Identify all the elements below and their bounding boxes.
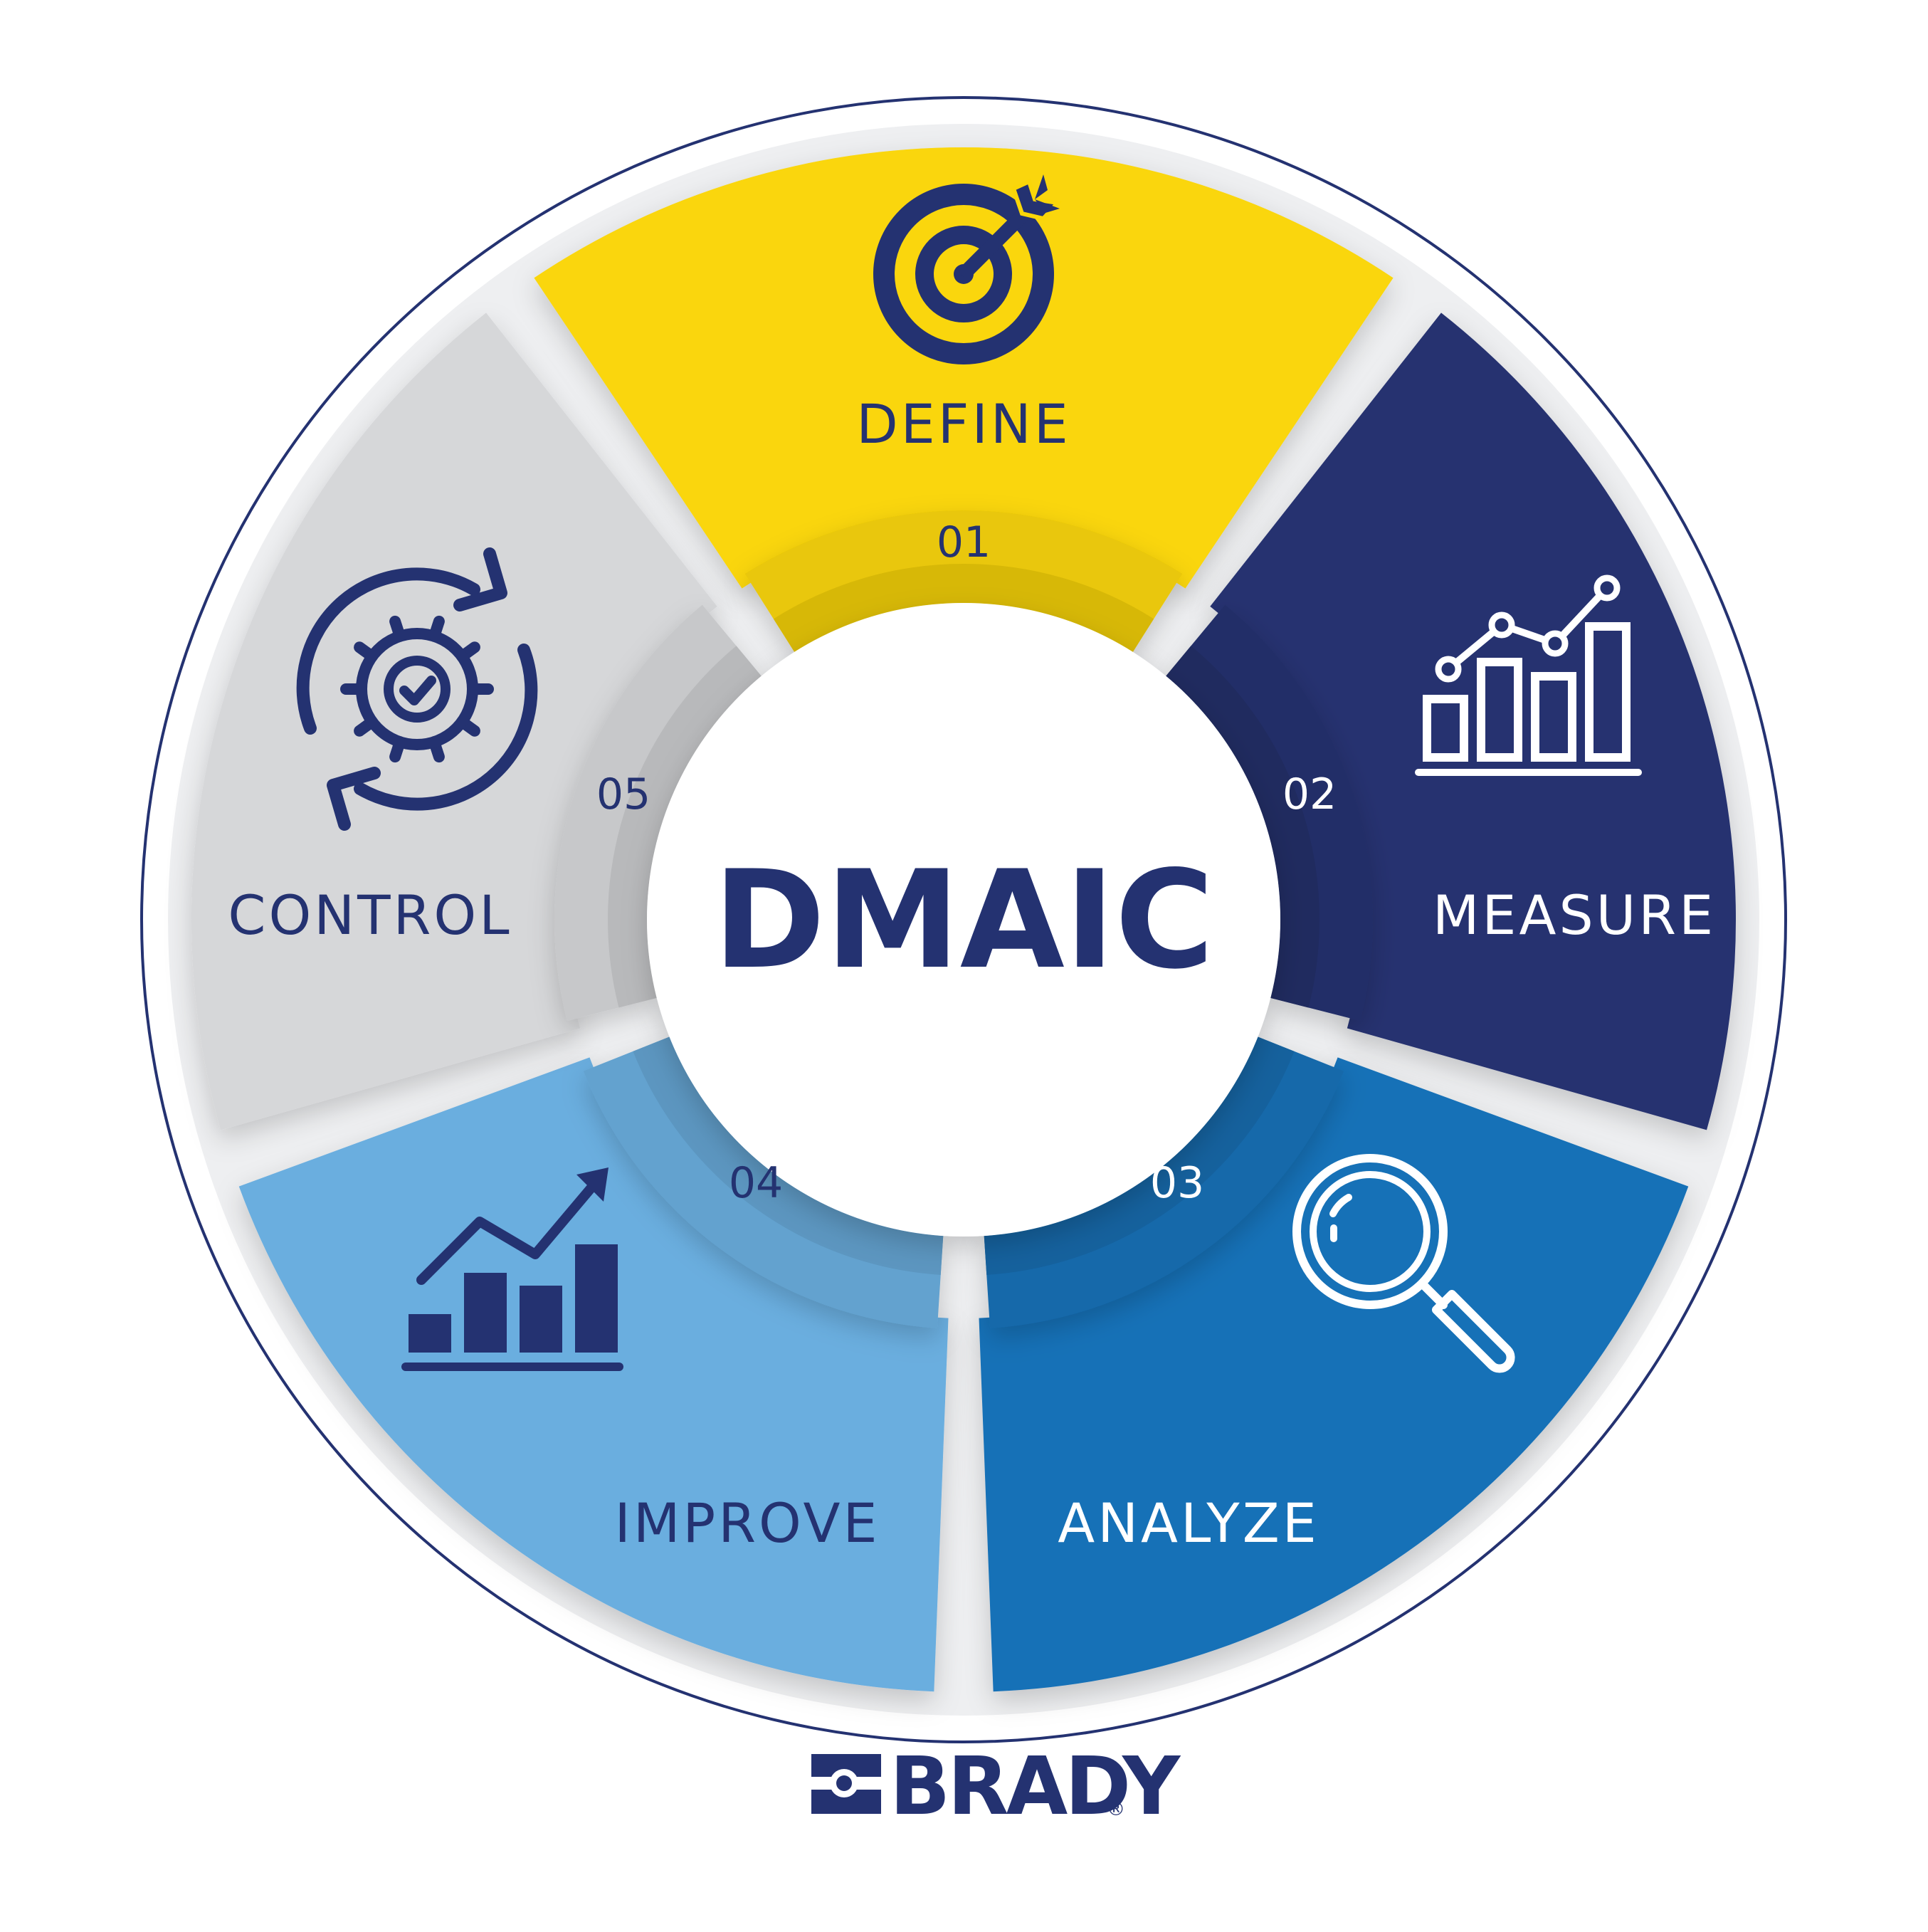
segment-label-analyze: ANALYZE xyxy=(1058,1491,1319,1555)
segment-improve[interactable] xyxy=(238,1036,949,1692)
segment-measure[interactable] xyxy=(1166,313,1736,1130)
segment-number-define: 01 xyxy=(937,518,991,567)
segment-number-improve: 04 xyxy=(729,1158,783,1208)
segment-define[interactable] xyxy=(534,147,1394,652)
gear-cycle-check-icon xyxy=(296,547,538,831)
brady-wordmark: BRADY xyxy=(890,1741,1181,1833)
center-title: DMAIC xyxy=(713,841,1214,999)
growth-chart-icon xyxy=(401,1167,623,1371)
segment-label-define: DEFINE xyxy=(856,392,1071,456)
target-icon xyxy=(873,174,1062,364)
segment-number-control: 05 xyxy=(596,770,650,819)
segment-label-control: CONTROL xyxy=(228,883,512,947)
brady-registered-mark: ® xyxy=(1107,1799,1125,1820)
segment-control[interactable] xyxy=(191,313,762,1130)
segment-label-measure: MEASURE xyxy=(1433,883,1716,947)
segment-label-improve: IMPROVE xyxy=(614,1491,880,1555)
segment-number-analyze: 03 xyxy=(1150,1158,1204,1208)
line-bar-chart-icon xyxy=(1415,574,1642,776)
magnifier-icon xyxy=(1292,1154,1515,1373)
segment-number-measure: 02 xyxy=(1282,770,1337,819)
segment-analyze[interactable] xyxy=(979,1036,1689,1692)
center-disk xyxy=(647,603,1280,1237)
brady-logo: BRADY ® xyxy=(811,1741,1184,1833)
